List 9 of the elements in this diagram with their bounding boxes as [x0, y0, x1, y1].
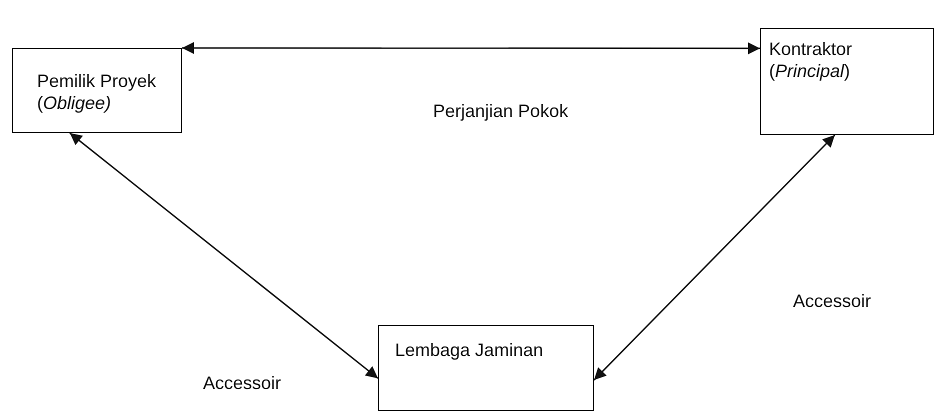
double-arrow — [593, 134, 836, 381]
entity-box — [12, 48, 182, 133]
double-arrow — [182, 42, 760, 54]
entity-box — [378, 325, 594, 411]
node-label: Lembaga Jaminan — [395, 340, 544, 362]
node-label: Pemilik Proyek (Obligee) — [37, 71, 158, 114]
node-label: Kontraktor (Principal) — [769, 39, 854, 82]
entity-box — [760, 28, 934, 135]
double-arrow — [69, 132, 378, 379]
